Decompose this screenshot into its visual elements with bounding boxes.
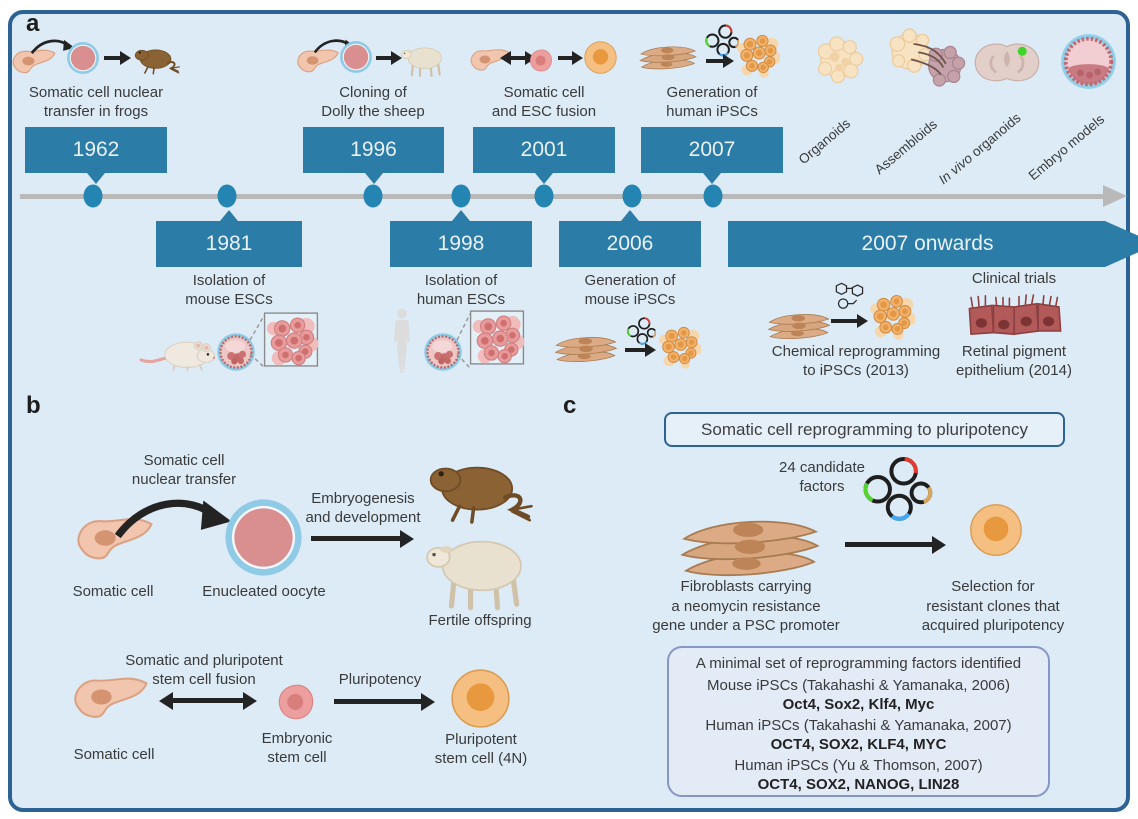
event-caption-1998: Isolation of human ESCs: [416, 272, 506, 308]
scnt-arrow-label: Somatic cell nuclear transfer: [131, 452, 237, 488]
organoid-icon: [812, 32, 866, 86]
year-banner-2007-onwards: 2007 onwards: [728, 221, 1138, 267]
year-box-1998: 1998: [390, 221, 532, 267]
year-box-2007: 2007: [641, 127, 783, 173]
frog-icon: [421, 443, 535, 529]
factors-box-title: A minimal set of reprogramming factors i…: [695, 655, 1022, 672]
fertile-offspring-label: Fertile offspring: [428, 612, 532, 629]
factors-entry-human-ty: Human iPSCs (Takahashi & Yamanaka, 2007)…: [705, 716, 1011, 754]
arrow-icon: [376, 56, 392, 60]
inset-connector-lines: [249, 313, 266, 369]
timeline-dot-1996: [363, 184, 383, 208]
year-box-1996: 1996: [303, 127, 444, 173]
pink-cell-icon: [529, 47, 553, 74]
panel-b-label: b: [26, 392, 41, 419]
factors-entry-factors: OCT4, SOX2, KLF4, MYC: [770, 736, 947, 753]
arrow-icon: [334, 699, 422, 704]
year-box-2001: 2001: [473, 127, 615, 173]
fibroblasts-icon: [766, 307, 832, 343]
timeline-dot-1998: [451, 184, 471, 208]
factors-entry-name: Human iPSCs (Takahashi & Yamanaka, 2007): [705, 717, 1012, 734]
brain-slice-icon: [968, 40, 1046, 88]
ipsc-colony-icon: [869, 290, 915, 342]
timeline-arrow-icon: [1103, 185, 1127, 207]
enucleated-oocyte-label: Enucleated oocyte: [202, 583, 326, 600]
pink-cell-icon: [277, 681, 315, 723]
mouse-icon: [139, 325, 215, 373]
somatic-cell-label: Somatic cell: [72, 583, 154, 600]
frog-icon: [131, 37, 181, 79]
arrow-icon: [625, 348, 646, 352]
timeline-line: [20, 194, 1103, 199]
panel-c-title: Somatic cell reprogramming to pluripoten…: [664, 412, 1065, 447]
panel-c-label: c: [563, 392, 577, 419]
somatic-cell-icon: [70, 663, 152, 731]
oocyte-icon: [223, 497, 304, 578]
assembloid-icon: [880, 26, 976, 92]
candidate-factors-label: 24 candidate factors: [779, 459, 865, 495]
panel-a-label: a: [26, 10, 40, 37]
double-arrow-icon: [172, 698, 244, 703]
arrow-icon: [831, 319, 858, 323]
oocyte-icon: [339, 40, 373, 74]
orange-cell-icon: [968, 502, 1024, 558]
selection-caption: Selection for resistant clones that acqu…: [921, 578, 1065, 634]
orange-cell-icon: [583, 40, 618, 75]
fibroblasts-icon: [552, 330, 620, 366]
chemical-reprogramming-caption: Chemical reprogramming to iPSCs (2013): [771, 343, 941, 379]
year-box-2006: 2006: [559, 221, 701, 267]
cells-inset-icon: [263, 312, 319, 367]
year-box-1962: 1962: [25, 127, 167, 173]
cells-inset-icon: [469, 310, 525, 365]
factors-entry-factors: OCT4, SOX2, NANOG, LIN28: [757, 776, 960, 793]
human-icon: [385, 308, 419, 376]
event-caption-2006: Generation of mouse iPSCs: [584, 272, 676, 308]
timeline-dot-1981: [217, 184, 237, 208]
event-caption-2007: Generation of human iPSCs: [666, 84, 758, 120]
oocyte-icon: [66, 41, 100, 75]
factors-entry-name: Human iPSCs (Yu & Thomson, 2007): [734, 757, 983, 774]
arrow-icon: [845, 542, 933, 547]
pluripotency-label: Pluripotency: [338, 671, 422, 688]
event-caption-1981: Isolation of mouse ESCs: [185, 272, 273, 308]
embryo-model-icon: [1060, 33, 1117, 90]
embryogenesis-label: Embryogenesis and development: [305, 490, 421, 526]
timeline-dot-2006: [622, 184, 642, 208]
fusion-label: Somatic and pluripotent stem cell fusion: [125, 652, 283, 688]
sheep-icon: [399, 41, 447, 78]
factors-entry-mouse: Mouse iPSCs (Takahashi & Yamanaka, 2006)…: [707, 676, 1010, 714]
embryonic-stem-cell-label: Embryonic stem cell: [261, 730, 333, 766]
factors-entry-name: Mouse iPSCs (Takahashi & Yamanaka, 2006): [707, 677, 1010, 694]
ipsc-colony-icon: [658, 323, 701, 370]
molecules-icon: [833, 279, 871, 313]
arrow-icon: [104, 56, 121, 60]
arrow-icon: [311, 536, 401, 541]
factors-entry-factors: Oct4, Sox2, Klf4, Myc: [782, 696, 935, 713]
pluripotent-stem-cell-label: Pluripotent stem cell (4N): [434, 731, 528, 767]
year-box-1981: 1981: [156, 221, 302, 267]
timeline-dot-2001: [534, 184, 554, 208]
clinical-trials-caption: Retinal pigment epithelium (2014): [956, 343, 1072, 379]
event-caption-2001: Somatic cell and ESC fusion: [491, 84, 597, 120]
timeline-dot-1962: [83, 184, 103, 208]
fibroblasts-caption: Fibroblasts carrying a neomycin resistan…: [652, 578, 840, 634]
plasmids-icon: [855, 454, 935, 526]
epithelium-icon: [957, 291, 1073, 339]
arrow-icon: [706, 59, 724, 63]
inset-connector-lines: [456, 313, 471, 369]
clinical-trials-title: Clinical trials: [971, 270, 1057, 287]
factors-entry-human-yt: Human iPSCs (Yu & Thomson, 2007) OCT4, S…: [734, 756, 982, 794]
timeline-dot-2007: [703, 184, 723, 208]
double-arrow-icon: [510, 56, 526, 60]
fibroblasts-icon: [666, 505, 834, 585]
event-caption-1962: Somatic cell nuclear transfer in frogs: [28, 84, 164, 120]
arrow-icon: [558, 56, 573, 60]
somatic-cell-label: Somatic cell: [73, 746, 155, 763]
reprogramming-factors-box: A minimal set of reprogramming factors i…: [667, 646, 1050, 797]
ipsc-colony-icon: [736, 31, 780, 79]
fibroblasts-icon: [637, 40, 699, 73]
event-caption-1996: Cloning of Dolly the sheep: [321, 84, 425, 120]
orange-cell-icon: [449, 667, 512, 730]
sheep-icon: [421, 526, 534, 612]
